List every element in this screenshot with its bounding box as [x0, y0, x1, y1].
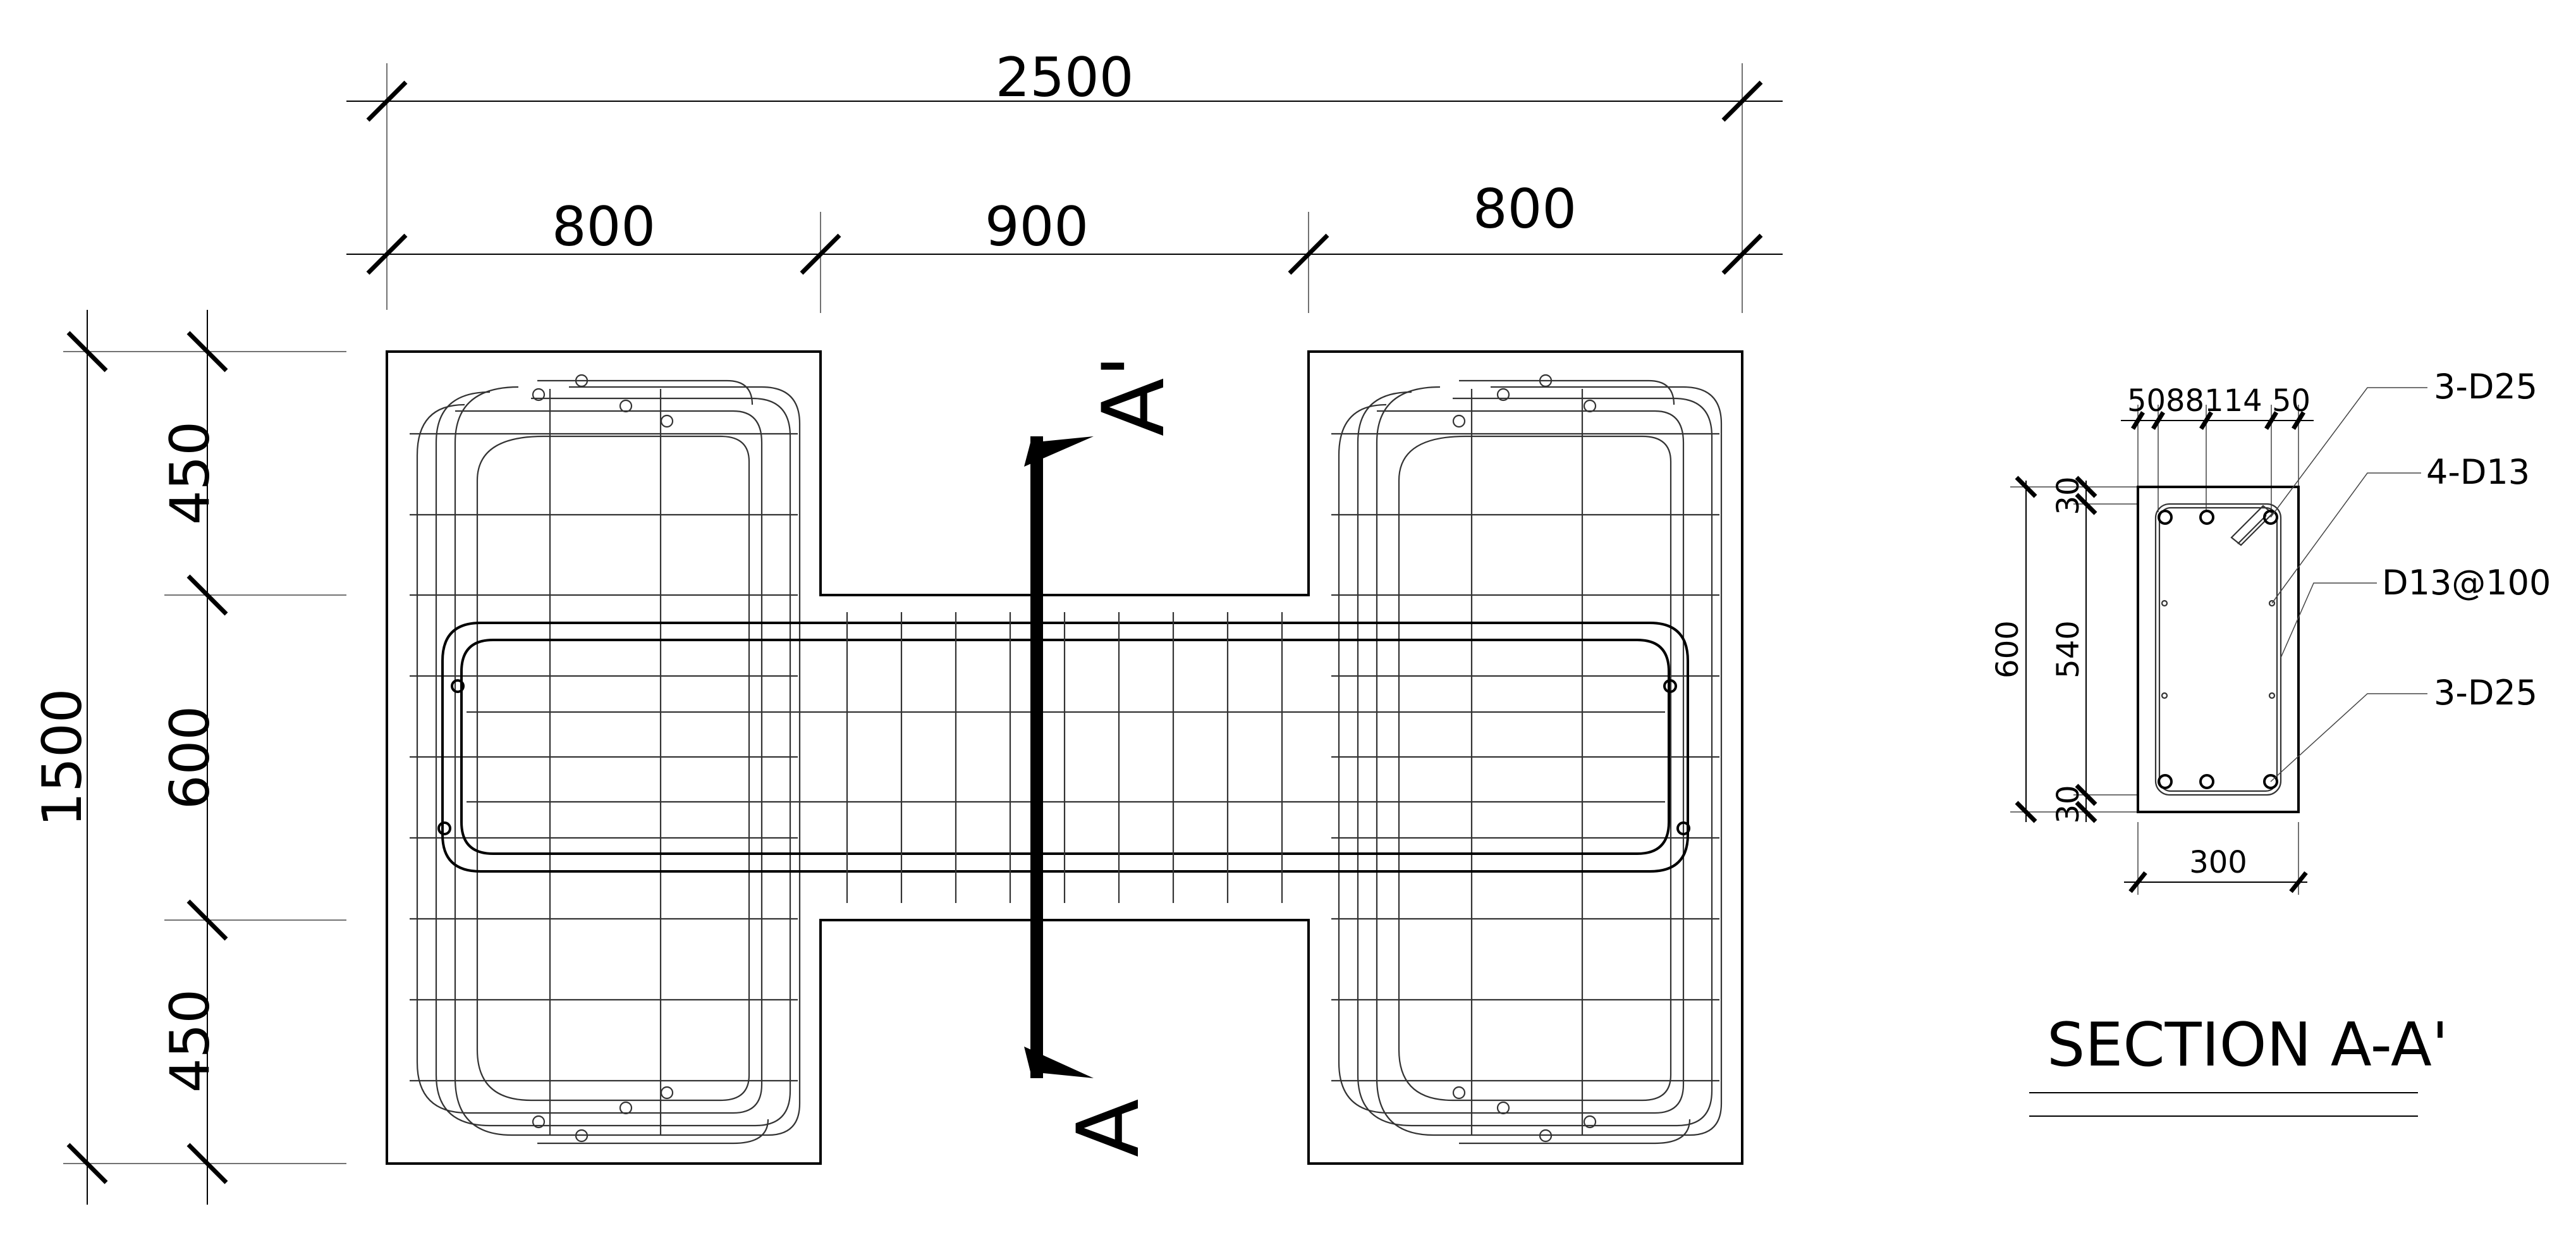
dim-overall-width: 2500 [996, 46, 1134, 109]
top-dimensions: 2500 800 900 800 [346, 46, 1783, 313]
label-bottom-bars: 3-D25 [2434, 673, 2537, 713]
left-dimensions: 1500 450 600 450 [31, 310, 346, 1205]
footing-outline [386, 350, 1743, 1165]
section-width: 300 [2189, 845, 2247, 880]
section-bars [2158, 510, 2278, 789]
dim-right-width: 800 [1473, 178, 1577, 241]
dim-overall-height: 1500 [31, 689, 94, 827]
section-core-height: 540 [2051, 620, 2086, 679]
label-top-bars: 3-D25 [2434, 367, 2537, 407]
left-pad-stirrups [416, 379, 801, 1145]
dim-left-width: 800 [552, 195, 656, 259]
beam-stirrups [846, 612, 1283, 903]
left-pad-longitudinal [549, 389, 662, 1135]
section-stirrup [2154, 503, 2282, 796]
section-mark-bottom: A [1059, 1099, 1158, 1157]
beam-main-bar-inner [460, 639, 1670, 855]
beam-main-bar-outer [441, 622, 1689, 873]
left-pad-transverse [410, 433, 798, 1082]
dim-bottom-height: 450 [159, 989, 222, 1093]
label-side-bars: 4-D13 [2426, 452, 2530, 492]
right-pad-rebar [1331, 374, 1723, 1145]
section-mark-top: A' [1084, 355, 1183, 436]
section-title: SECTION A-A' [2047, 1011, 2448, 1080]
dim-middle-width: 900 [985, 195, 1089, 259]
section-cover-bottom: 30 [2051, 785, 2086, 823]
right-pad-bar-ends [1452, 374, 1597, 1143]
beam-rebar [437, 612, 1690, 903]
section-cover-top: 30 [2051, 476, 2086, 515]
dim-middle-height: 600 [159, 706, 222, 809]
right-pad-stirrups [1338, 379, 1723, 1145]
right-pad-longitudinal [1470, 389, 1584, 1135]
section-height: 600 [1990, 620, 2025, 679]
left-pad-rebar [410, 374, 801, 1145]
dim-top-height: 450 [159, 421, 222, 525]
section-outline [2137, 486, 2300, 813]
section-detail: 5088114 50 600 540 30 30 300 [1990, 367, 2551, 1117]
left-pad-bar-ends [532, 374, 674, 1143]
label-stirrups: D13@100 [2382, 563, 2551, 603]
right-pad-transverse [1331, 433, 1719, 1082]
section-cut-line: A' A [1024, 355, 1183, 1157]
section-top-spacing: 5088114 50 [2127, 383, 2310, 419]
